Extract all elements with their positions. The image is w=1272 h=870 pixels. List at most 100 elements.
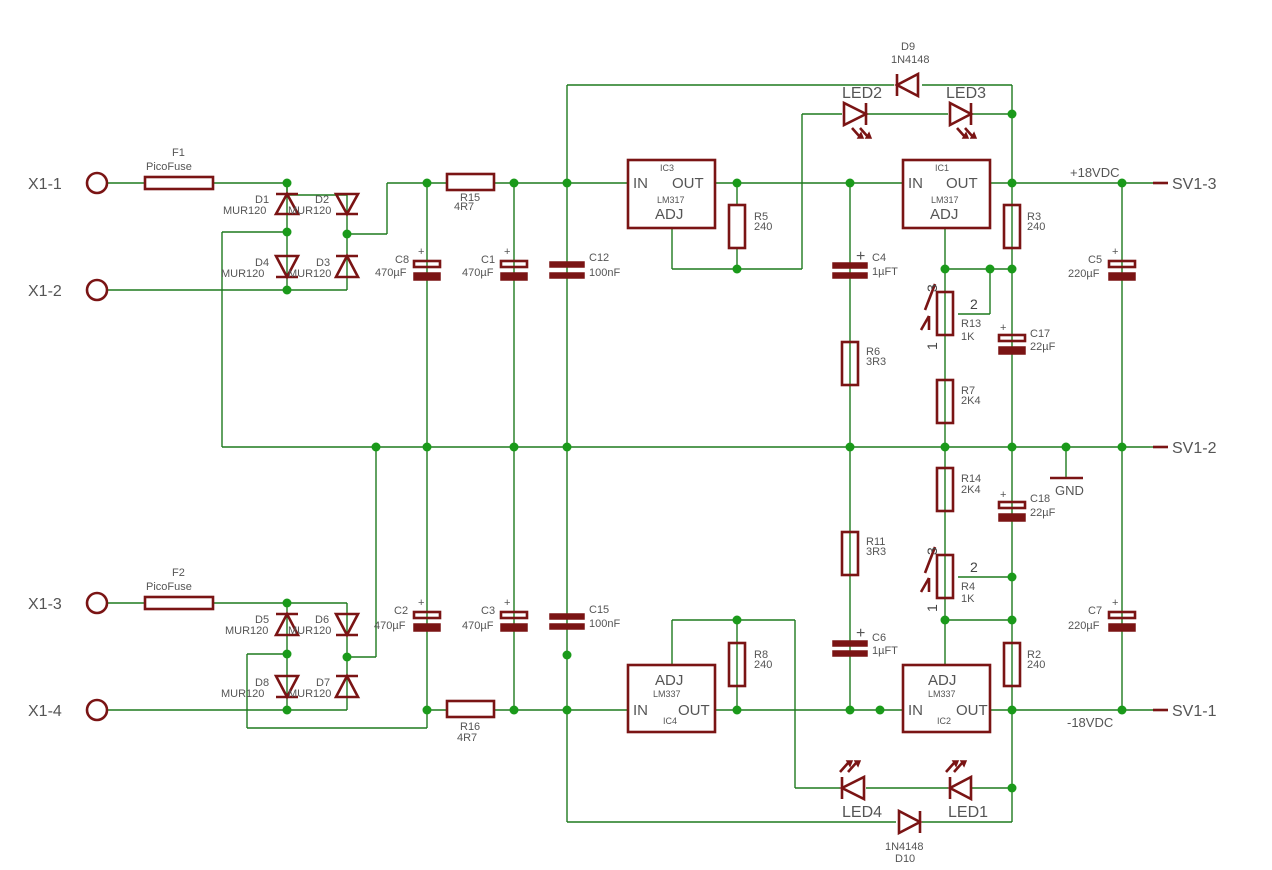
ic-ic4-out: OUT [678, 702, 710, 719]
diode-d5[interactable] [273, 611, 301, 637]
capacitor-c17-plus: + [1000, 322, 1006, 334]
junction [1117, 705, 1127, 715]
capacitor-c8[interactable] [412, 259, 442, 281]
connector-x1-3-pad[interactable] [85, 591, 109, 615]
capacitor-c8-value: 470µF [375, 267, 407, 279]
diode-d10-value: 1N4148 [885, 841, 924, 853]
resistor-r15[interactable] [445, 172, 496, 192]
led-led1[interactable] [945, 760, 973, 802]
ic-ic1[interactable] [901, 158, 992, 230]
capacitor-c18-value: 22µF [1030, 507, 1056, 519]
capacitor-c1[interactable] [499, 259, 529, 281]
diode-d8-value: MUR120 [221, 688, 264, 700]
diode-d7[interactable] [333, 673, 361, 699]
pot-r4[interactable] [919, 546, 955, 600]
ic-ic4[interactable] [626, 663, 717, 734]
junction [732, 178, 742, 188]
ic-ic4-adj: ADJ [655, 672, 683, 689]
resistor-r2-value: 240 [1027, 659, 1045, 671]
junction [509, 442, 519, 452]
capacitor-c17-value: 22µF [1030, 341, 1056, 353]
diode-d3[interactable] [333, 253, 361, 279]
ic-ic2-name: IC2 [937, 716, 951, 726]
resistors: R15 4R7 R16 4R7 R5 240 R8 240 R3 240 R2 … [445, 172, 1045, 744]
capacitor-c18[interactable] [997, 500, 1027, 522]
capacitor-c7[interactable] [1107, 610, 1137, 632]
connector-x1-2-pad[interactable] [85, 278, 109, 302]
resistor-r2[interactable] [1002, 641, 1022, 688]
diode-d6-name: D6 [315, 614, 329, 626]
junctions [282, 109, 1127, 793]
resistor-r7-name: R7 [961, 385, 975, 397]
resistor-r5[interactable] [727, 203, 747, 250]
led-led3-name: LED3 [946, 85, 986, 102]
junction [562, 442, 572, 452]
junction [845, 705, 855, 715]
connector-sv1-2-label: SV1-2 [1172, 440, 1217, 457]
led-led2[interactable] [842, 100, 873, 139]
junction [875, 705, 885, 715]
ic-ic4-value: LM337 [653, 689, 681, 699]
junction [1007, 109, 1017, 119]
pot-r13[interactable] [919, 283, 955, 337]
junction [342, 229, 352, 239]
bridge-upper: D1 MUR120 D2 MUR120 D4 MUR120 D3 MUR120 [221, 191, 361, 280]
capacitor-c3[interactable] [499, 610, 529, 632]
resistor-r8-value: 240 [754, 659, 772, 671]
diode-d4[interactable] [273, 254, 301, 280]
junction [1007, 783, 1017, 793]
diode-d6-value: MUR120 [288, 625, 331, 637]
resistor-r6-name: R6 [866, 346, 880, 358]
resistor-r14-name: R14 [961, 473, 981, 485]
diode-d9[interactable] [894, 71, 920, 99]
diode-d1[interactable] [273, 191, 301, 216]
capacitor-c17[interactable] [997, 333, 1027, 355]
potentiometers: R13 1K 2 3 1 R4 1K 2 3 1 [919, 283, 981, 612]
diode-d3-value: MUR120 [288, 268, 331, 280]
junction [1061, 442, 1071, 452]
capacitor-c6-value: 1µFT [872, 645, 898, 657]
junction [940, 615, 950, 625]
connector-x1-4-pad[interactable] [85, 698, 109, 722]
ic-ic2-adj: ADJ [928, 672, 956, 689]
diode-d6[interactable] [333, 612, 361, 638]
led-led1-name: LED1 [948, 804, 988, 821]
resistor-r16[interactable] [445, 699, 496, 719]
diode-d8[interactable] [273, 674, 301, 700]
ic-ic3-value: LM317 [657, 195, 685, 205]
led-led3[interactable] [948, 100, 978, 139]
resistor-r14[interactable] [935, 466, 955, 513]
capacitor-c5[interactable] [1107, 259, 1137, 281]
diode-d10[interactable] [897, 808, 923, 836]
capacitor-c2[interactable] [412, 610, 442, 632]
resistor-r3[interactable] [1002, 203, 1022, 250]
resistor-r3-name: R3 [1027, 211, 1041, 223]
resistor-r5-value: 240 [754, 221, 772, 233]
capacitor-c7-value: 220µF [1068, 620, 1100, 632]
capacitor-c15[interactable] [549, 613, 585, 630]
resistor-r6[interactable] [840, 340, 860, 387]
connector-x1-1-label: X1-1 [28, 176, 62, 193]
pot-r4-pin2: 2 [970, 559, 978, 575]
resistor-r16-name: R16 [460, 721, 480, 733]
capacitor-c6[interactable] [832, 640, 868, 657]
fuse-f1[interactable] [143, 175, 215, 191]
diode-d2[interactable] [333, 192, 361, 217]
capacitor-c12[interactable] [549, 261, 585, 279]
capacitor-c5-plus: + [1112, 246, 1118, 258]
resistor-r11[interactable] [840, 530, 860, 577]
capacitor-c6-name: C6 [872, 632, 886, 644]
capacitor-c4[interactable] [832, 262, 868, 279]
connector-x1-1-pad[interactable] [85, 171, 109, 195]
ics: IN OUT ADJ IC3 LM317 IN OUT ADJ IC1 LM31… [626, 158, 992, 734]
ic-ic3[interactable] [626, 158, 717, 230]
resistor-r8[interactable] [727, 641, 747, 688]
resistor-r5-name: R5 [754, 211, 768, 223]
fuse-f2[interactable] [143, 595, 215, 611]
fuse-f1-value: PicoFuse [146, 161, 192, 173]
leds-and-diodes: D9 1N4148 LED2 LED3 [839, 41, 988, 865]
resistor-r7[interactable] [935, 378, 955, 425]
ic-ic2[interactable] [901, 663, 992, 734]
led-led4[interactable] [839, 760, 866, 802]
